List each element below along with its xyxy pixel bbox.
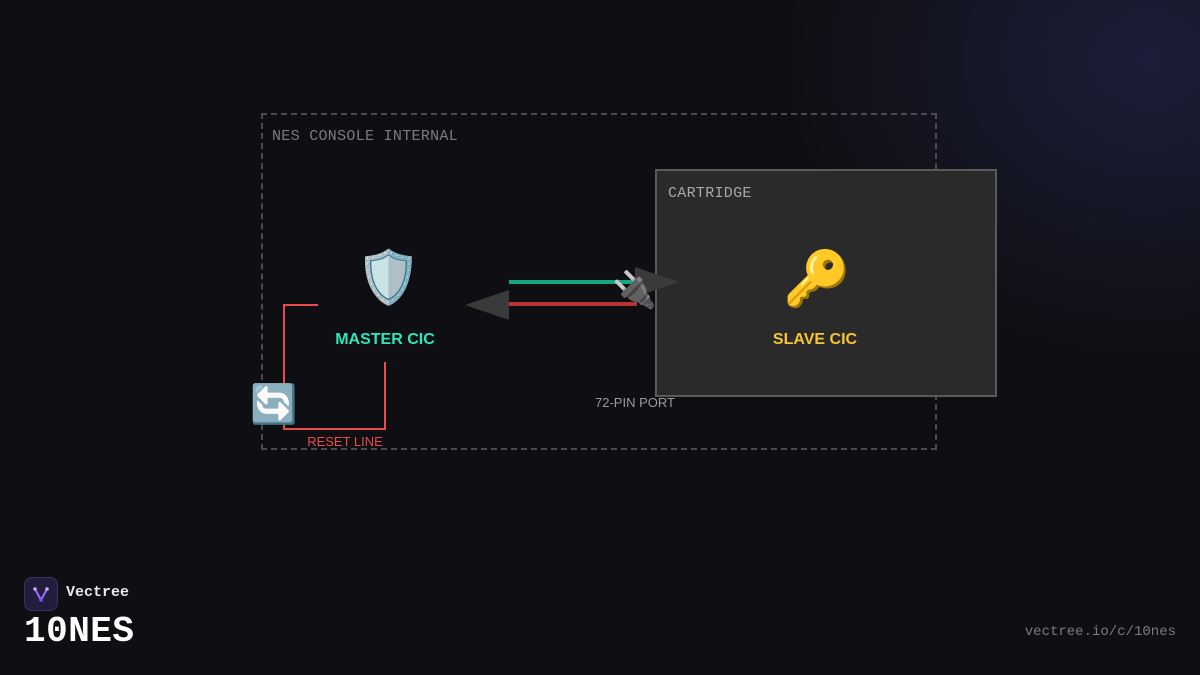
page-title: 10NES xyxy=(24,611,135,652)
vectree-logo-icon xyxy=(24,577,58,611)
cartridge-label: CARTRIDGE xyxy=(668,185,752,202)
cycle-icon: 🔄 xyxy=(250,384,298,426)
master-cic-label: MASTER CIC xyxy=(335,331,435,348)
brand-name: Vectree xyxy=(66,584,130,601)
port-label: 72-PIN PORT xyxy=(595,395,675,410)
shield-icon: 🛡️ xyxy=(356,249,421,307)
brand-url: vectree.io/c/10nes xyxy=(1024,624,1176,640)
key-icon: 🔑 xyxy=(783,249,851,309)
arrow-to-slave xyxy=(635,267,679,297)
slave-cic-label: SLAVE CIC xyxy=(772,331,858,348)
reset-line-label: RESET LINE xyxy=(307,434,383,449)
console-label: NES CONSOLE INTERNAL xyxy=(272,128,459,145)
arrow-to-master xyxy=(465,290,509,320)
plug-icon: 🔌 xyxy=(612,269,657,310)
reset-line xyxy=(283,304,386,430)
